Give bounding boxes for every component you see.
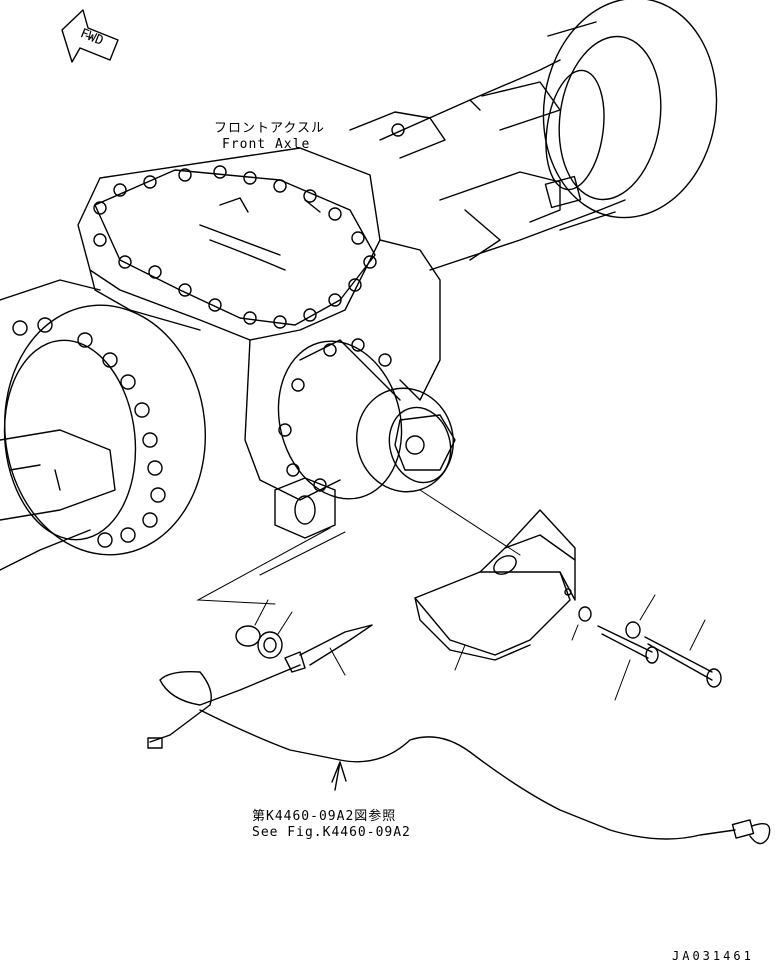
cover-bolts [93,165,377,329]
left-flange-bolts [12,317,166,548]
reference-label-en: See Fig.K4460-09A2 [252,825,411,840]
wire-harness [147,664,771,845]
sensor-assembly [235,599,373,676]
leader-lines [196,489,521,605]
guard-plate [414,509,576,671]
reference-label-jp: 第K4460-09A2図参照 [252,808,396,824]
front-axle-label-en: Front Axle [222,137,310,152]
forward-arrow-icon: FWD [61,9,119,63]
pinion-bolts [278,338,392,492]
front-axle-label-jp: フロントアクスル [214,121,325,136]
front-axle-assembly [0,0,718,571]
drawing-code: JA031461 [672,949,754,963]
washer-and-bolt-set [571,594,722,701]
